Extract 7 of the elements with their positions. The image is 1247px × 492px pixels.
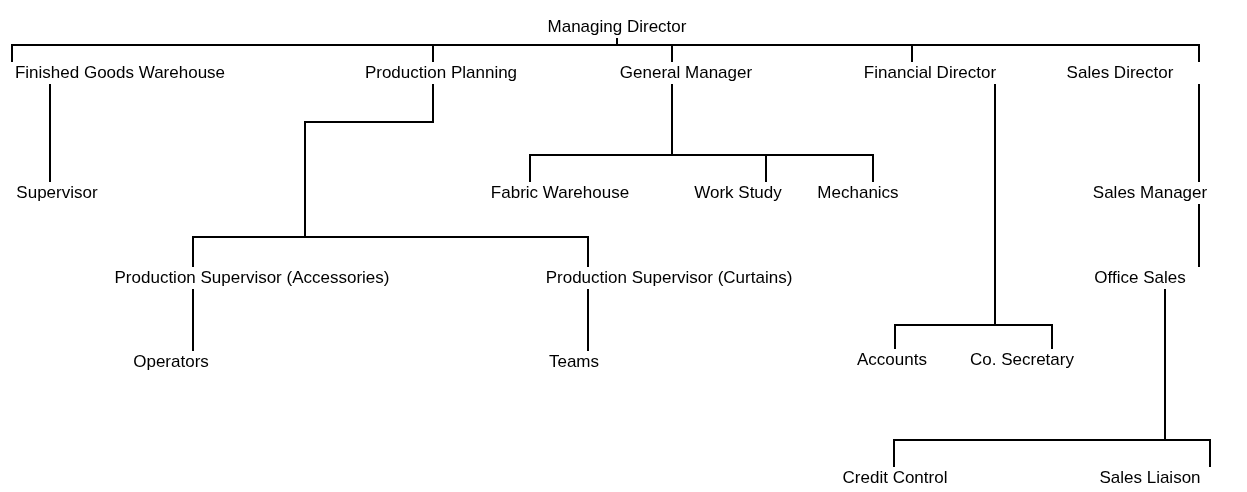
connector-line bbox=[49, 83, 51, 183]
connector-line bbox=[192, 288, 194, 352]
connector-line bbox=[994, 83, 1053, 350]
connector-line bbox=[1198, 83, 1200, 183]
connector-line bbox=[587, 288, 589, 352]
connector-line bbox=[1198, 203, 1200, 268]
connector-line bbox=[671, 83, 874, 183]
